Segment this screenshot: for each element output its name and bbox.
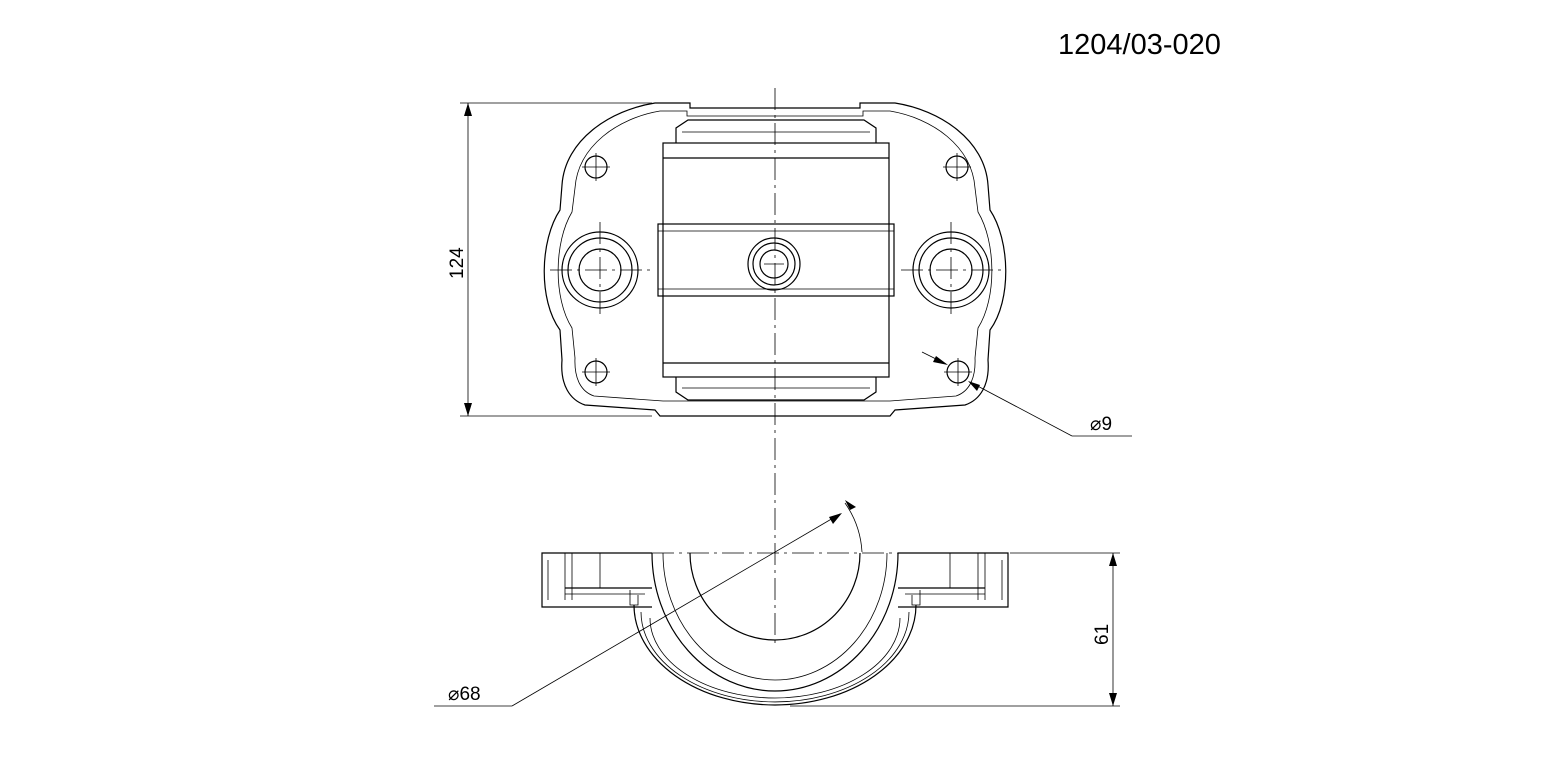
bolt-hole-bottom-right: [944, 358, 972, 386]
bolt-hole-bottom-left: [582, 358, 610, 386]
dimension-d68: ⌀68: [434, 500, 863, 707]
sleeve-body: [662, 142, 890, 378]
left-flange: [541, 552, 652, 608]
dimension-124-label: 124: [447, 247, 468, 279]
dimension-d9-label: ⌀9: [1090, 414, 1112, 435]
sleeve-band: [657, 223, 895, 297]
flange-inner-outline: [557, 110, 993, 402]
grease-nipple: [747, 237, 801, 291]
bolt-hole-top-left: [582, 153, 610, 181]
housing-outer: [633, 604, 917, 706]
sleeve-cap-top: [675, 119, 877, 143]
dimension-d9: ⌀9: [921, 351, 1132, 437]
sleeve-cap-bottom: [675, 377, 877, 401]
mounting-hole-right: [901, 222, 1001, 318]
dimension-61: 61: [790, 552, 1120, 707]
bolt-hole-top-right: [943, 153, 971, 181]
dimension-d68-label: ⌀68: [448, 684, 481, 705]
bore: [689, 552, 861, 641]
mounting-hole-left: [550, 222, 650, 318]
right-flange: [898, 552, 1009, 608]
side-view: [541, 552, 1009, 706]
dimension-124: 124: [447, 102, 652, 417]
flange-outline: [543, 102, 1007, 417]
dimension-61-label: 61: [1092, 624, 1113, 645]
part-number-label: 1204/03-020: [1058, 29, 1221, 61]
top-view: [543, 102, 1007, 417]
